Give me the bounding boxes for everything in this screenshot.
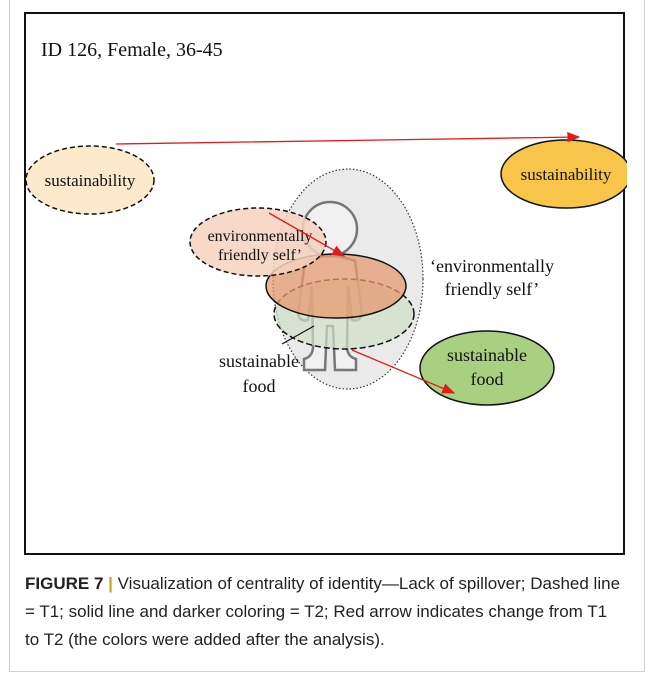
sustainability-t1-ellipse <box>26 145 155 215</box>
caption-text: Visualization of centrality of identity—… <box>25 574 621 649</box>
env-self-t1-label-line1: environmentally <box>208 228 313 245</box>
food-t2-label-line2: food <box>471 369 504 389</box>
page-frame <box>9 0 645 672</box>
env-self-t2-label-line2: friendly self’ <box>445 279 539 299</box>
caption-label: FIGURE 7 <box>25 574 104 593</box>
food-t2-ellipse <box>419 330 555 406</box>
food-change-arrow <box>351 349 456 394</box>
caption-separator: | <box>108 574 113 593</box>
figure-header: ID 126, Female, 36-45 <box>41 39 223 61</box>
sustainability-t2-ellipse <box>500 139 627 209</box>
food-t1-label-line2: food <box>243 376 276 396</box>
sustainability-change-arrow <box>115 131 581 145</box>
env-self-t2-label-line1: ‘environmentally <box>430 256 554 276</box>
food-t2-label-line1: sustainable <box>447 345 527 365</box>
figure-caption: FIGURE 7 | Visualization of centrality o… <box>25 570 625 654</box>
figure-box: ID 126, Female, 36-45 sustainability sus… <box>24 12 627 555</box>
env-self-t1-label-line2: friendly self’ <box>218 247 302 264</box>
env-self-t1-ellipse <box>189 207 327 277</box>
sustainability-t2-label: sustainability <box>521 165 612 184</box>
food-t1-leader-line <box>281 325 315 345</box>
sustainability-t1-label: sustainability <box>45 171 136 190</box>
food-t1-label-line1: sustainable <box>219 351 299 371</box>
diagram-canvas: ID 126, Female, 36-45 sustainability sus… <box>26 39 627 406</box>
env-self-change-arrow <box>268 212 346 257</box>
